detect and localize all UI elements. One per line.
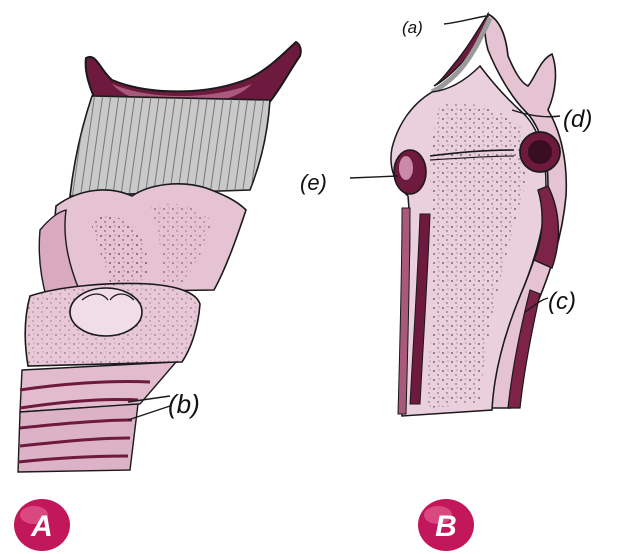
figure-b-label: B <box>435 510 457 543</box>
figure-a-label: A <box>30 510 53 543</box>
label-e: (e) <box>300 170 327 195</box>
figure-a <box>18 42 301 472</box>
label-b: (b) <box>168 389 200 419</box>
cricothyroid-ligament <box>70 288 142 336</box>
label-d: (d) <box>563 106 592 133</box>
tracheal-rings <box>18 362 176 472</box>
label-c: (c) <box>548 288 576 315</box>
epiglottis-rim <box>86 42 301 104</box>
figure-b <box>391 14 566 416</box>
badge-figure-b: B <box>418 499 474 551</box>
label-a: (a) <box>402 18 423 37</box>
badge-figure-a: A <box>14 499 70 551</box>
thyroid-cartilage <box>55 184 246 292</box>
